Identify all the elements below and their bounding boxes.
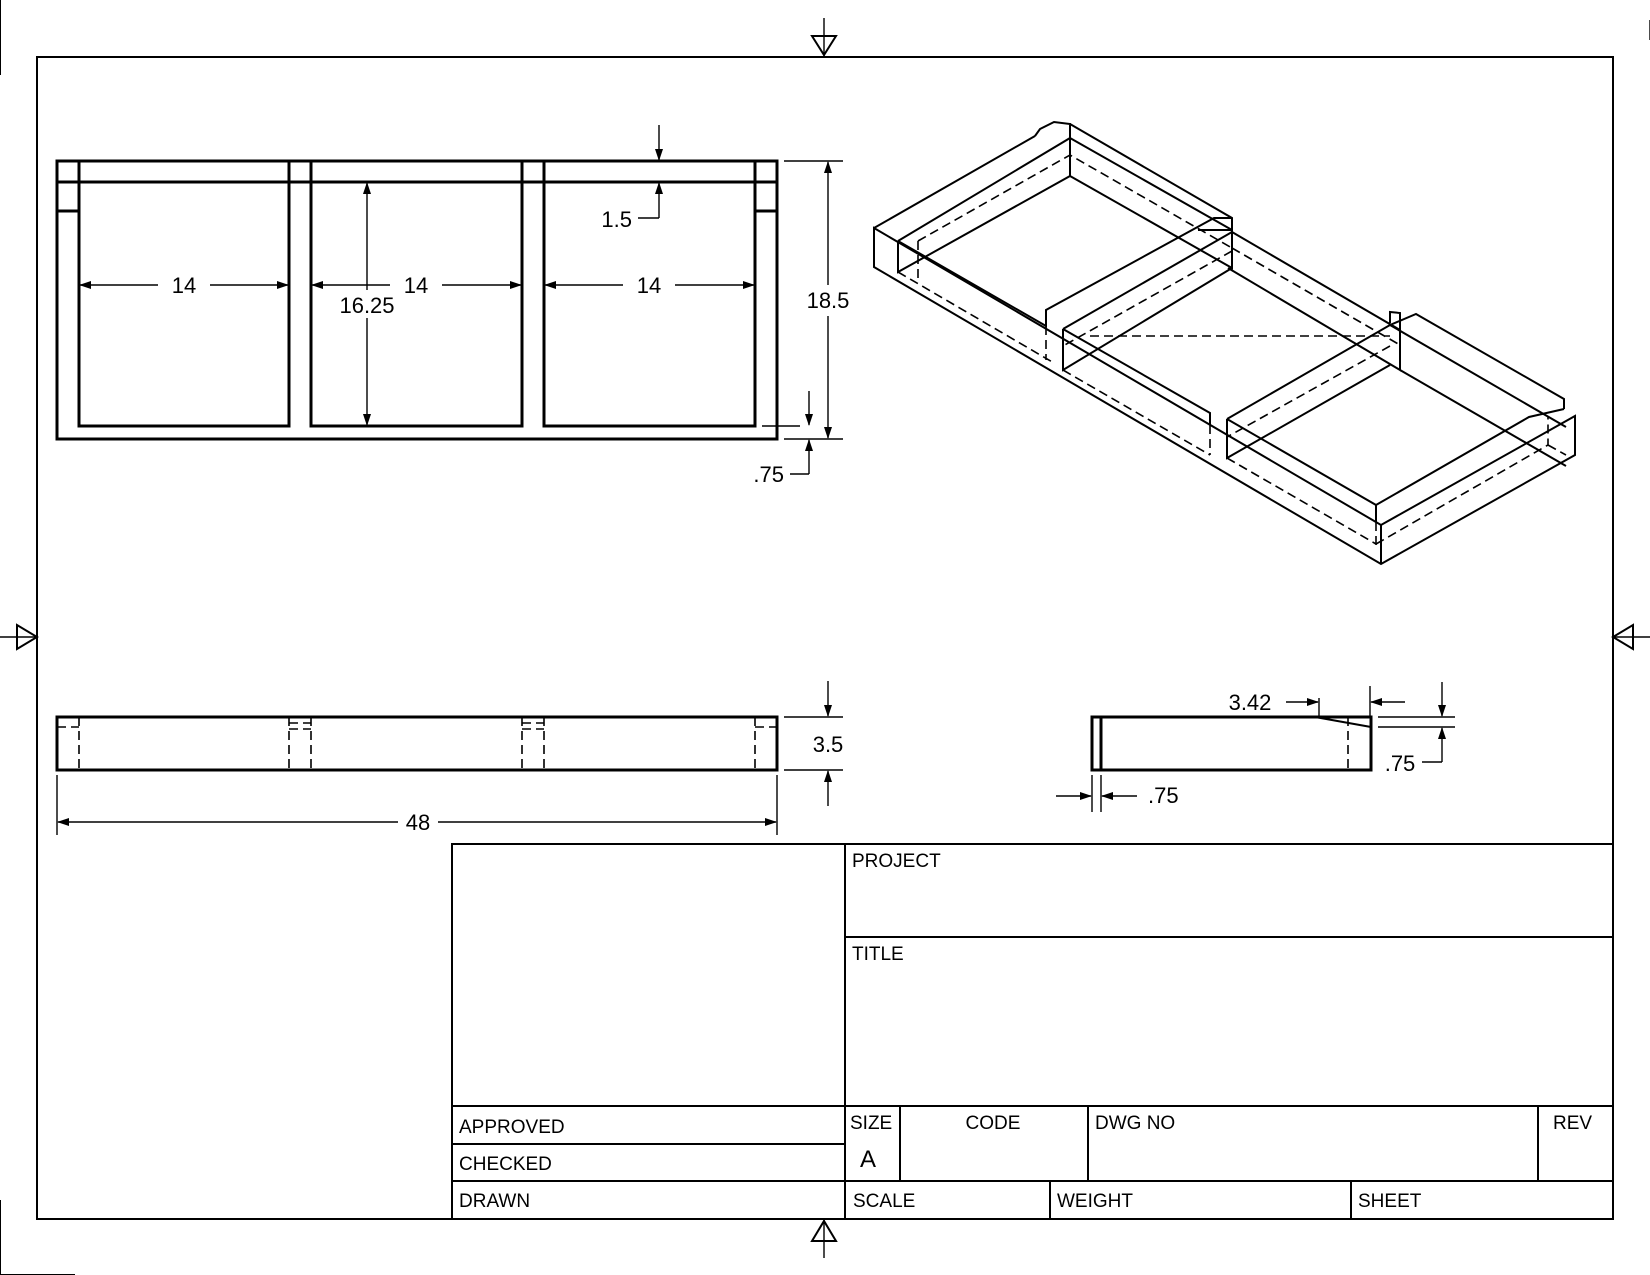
dim-inner-depth: 16.25 — [339, 182, 395, 426]
dim-slope-run-text: 3.42 — [1229, 690, 1272, 715]
top-view-outline — [55, 159, 779, 441]
dim-overall-depth-text: 18.5 — [807, 288, 850, 313]
rev-label: REV — [1553, 1113, 1592, 1134]
dim-compartment-1-text: 14 — [172, 273, 196, 298]
dim-front-rail: .75 — [753, 391, 813, 487]
dim-wall-thickness: .75 — [1056, 775, 1179, 812]
title-label: TITLE — [852, 944, 904, 965]
code-label: CODE — [966, 1113, 1021, 1134]
title-block: PROJECT TITLE APPROVED CHECKED DRAWN SIZ… — [451, 843, 1614, 1220]
weight-label: WEIGHT — [1057, 1191, 1133, 1212]
checked-label: CHECKED — [459, 1154, 552, 1175]
drawn-label: DRAWN — [459, 1191, 530, 1212]
sheet-label: SHEET — [1358, 1191, 1422, 1212]
center-mark-right — [1611, 623, 1650, 651]
dim-inner-depth-text: 16.25 — [339, 293, 394, 318]
approved-label: APPROVED — [459, 1117, 565, 1138]
dwg-no-label: DWG NO — [1095, 1113, 1175, 1134]
project-label: PROJECT — [852, 851, 941, 872]
dim-overall-depth: 18.5 — [784, 160, 850, 440]
center-mark-left — [0, 623, 39, 651]
size-label: SIZE — [850, 1113, 892, 1134]
scale-label: SCALE — [853, 1191, 915, 1212]
dim-height: 3.5 — [784, 681, 843, 806]
dim-compartment-3-text: 14 — [637, 273, 661, 298]
top-view: 14 14 14 16.25 18.5 — [55, 125, 850, 487]
center-mark-bottom — [810, 1219, 838, 1258]
dim-front-rail-text: .75 — [753, 462, 784, 487]
dim-compartment-3: 14 — [544, 273, 755, 298]
dim-overall-length-text: 48 — [406, 810, 430, 835]
side-view: 3.42 .75 .75 — [1056, 682, 1455, 812]
center-mark-top — [810, 18, 838, 57]
dim-wall-thickness-text: .75 — [1148, 783, 1179, 808]
center-marks — [0, 18, 1650, 1258]
dim-compartment-2: 14 — [311, 273, 522, 298]
dim-compartment-2-text: 14 — [404, 273, 428, 298]
size-value: A — [860, 1146, 876, 1173]
isometric-view — [873, 120, 1576, 566]
dim-back-rail: 1.5 — [601, 125, 663, 232]
dim-height-text: 3.5 — [813, 732, 844, 757]
dim-slope-drop-text: .75 — [1385, 751, 1416, 776]
dim-compartment-1: 14 — [79, 273, 289, 298]
front-view: 48 3.5 — [55, 681, 843, 835]
dim-slope-drop: .75 — [1378, 682, 1455, 776]
dim-slope-run: 3.42 — [1229, 686, 1405, 716]
dim-back-rail-text: 1.5 — [601, 207, 632, 232]
dim-overall-length: 48 — [56, 775, 778, 835]
